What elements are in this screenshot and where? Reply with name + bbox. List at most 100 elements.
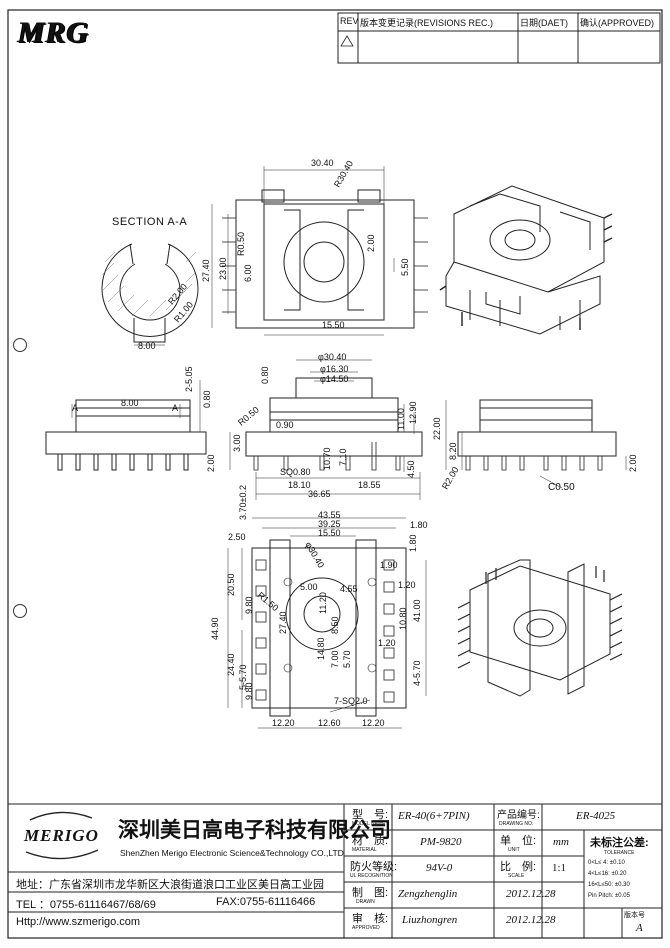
- dim-label: 1.90: [380, 560, 398, 570]
- approved-date: 2012.12.28: [506, 914, 556, 926]
- scale-label: 比 例:: [500, 861, 537, 873]
- top-view: [211, 166, 428, 336]
- rev-header-date: 日期(DAET): [520, 18, 568, 28]
- dim-label: 20.50: [226, 573, 236, 596]
- dim-label: 6.00: [243, 264, 253, 282]
- dim-label: 1.20: [378, 638, 396, 648]
- dim-label: 7.00: [330, 650, 340, 668]
- company-website: Http://www.szmerigo.com: [16, 916, 141, 928]
- dim-label: φ16.30: [320, 364, 349, 374]
- dim-label: 10.70: [322, 447, 332, 470]
- company-name-cn: 深圳美日高电子科技有限公司: [118, 819, 391, 842]
- dim-label: 24.40: [226, 653, 236, 676]
- dim-label: 12.20: [272, 718, 295, 728]
- title-block-grid: [8, 803, 662, 938]
- brand-logo: MRG: [18, 16, 90, 49]
- dim-label: 14.80: [316, 637, 326, 660]
- dim-label: 39.25: [318, 519, 341, 529]
- drawn-date: 2012.12.28: [506, 888, 556, 900]
- material-label-en: MATERIAL: [352, 847, 377, 853]
- dim-label: 9.80: [244, 682, 254, 700]
- dim-label: 4-5.70: [412, 660, 422, 686]
- dim-label: 4.55: [340, 584, 358, 594]
- tolerance-row: 0<L≤ 4: ±0.10: [588, 860, 625, 866]
- approved-label: 审 核:: [352, 913, 389, 925]
- dim-label: 3.70±0.2: [238, 485, 248, 520]
- drawing-no-label: 产品编号:: [497, 810, 540, 821]
- flame-label: 防火等级:: [350, 861, 398, 873]
- dim-label: SQ0.80: [280, 467, 311, 477]
- dim-label: 18.55: [358, 480, 381, 490]
- tolerance-title: 未标注公差:: [590, 837, 649, 849]
- rev-header-record: 版本变更记录(REVISIONS REC.): [360, 18, 494, 28]
- dim-label: 43.55: [318, 510, 341, 520]
- material-label: 材 质:: [352, 835, 389, 847]
- dim-label: 11.20: [318, 592, 328, 614]
- drawn-label: 制 图:: [352, 887, 389, 899]
- dim-label: 12.90: [408, 401, 418, 424]
- dim-label: 2.50: [228, 532, 246, 542]
- dim-label: 36.65: [308, 489, 331, 499]
- dim-label: 30.40: [311, 158, 334, 168]
- section-label: SECTION A-A: [112, 216, 188, 228]
- scale-value: 1:1: [552, 862, 567, 874]
- tolerance-row: 4<L≤16: ±0.20: [588, 871, 627, 877]
- dim-label: A: [72, 403, 79, 413]
- dim-label: 1.20: [398, 580, 416, 590]
- dim-label: 0.90: [276, 420, 294, 430]
- material-value: PM-9820: [420, 836, 462, 848]
- right-side-view: [445, 399, 627, 489]
- dim-label: 4.50: [406, 460, 416, 478]
- approved-label-en: APPROVED: [352, 925, 380, 931]
- bottom-view: [227, 517, 427, 729]
- dim-label: 15.50: [318, 528, 341, 538]
- rev-header-approved: 确认(APPROVED): [580, 18, 655, 28]
- revision-triangle-icon: [340, 35, 354, 47]
- dim-label: 11.00: [396, 408, 406, 430]
- dim-label: 1.80: [408, 534, 418, 552]
- dim-label: 2.00: [628, 454, 638, 472]
- unit-label: 单 位:: [500, 835, 537, 847]
- tolerance-row: 16<L≤50: ±0.30: [588, 882, 630, 888]
- model-label-en: MODEL NAME: [352, 821, 386, 827]
- dim-label: 12.60: [318, 718, 341, 728]
- revision-table-grid: [337, 12, 661, 64]
- company-fax: FAX:0755-61116466: [216, 896, 316, 908]
- dim-label: 8.50: [330, 616, 340, 634]
- dim-label: 27.40: [201, 259, 211, 282]
- dim-label: A: [172, 403, 179, 413]
- dim-label: 44.90: [210, 617, 220, 640]
- dim-label: 27.40: [278, 611, 288, 634]
- drawn-label-en: DRAWN: [356, 899, 375, 905]
- dim-label: 23.00: [218, 257, 228, 280]
- dim-label: 5.50: [400, 258, 410, 276]
- dim-label: 1.80: [410, 520, 428, 530]
- dim-label: R0.50: [236, 231, 246, 256]
- dim-label: 22.00: [432, 417, 442, 440]
- dim-label: 3.00: [232, 434, 242, 452]
- dim-label: 12.20: [362, 718, 385, 728]
- dim-label: 7-SQ2.0: [334, 696, 368, 706]
- dim-label: 41.00: [412, 599, 422, 622]
- dim-label: 5.00: [300, 582, 318, 592]
- front-view: [229, 359, 423, 500]
- dim-label: φ14.50: [320, 374, 349, 384]
- dim-label: 2-5.05: [184, 366, 194, 392]
- left-side-view: [45, 380, 207, 471]
- sheet-border: [7, 9, 663, 939]
- dim-label: C0.50: [548, 482, 575, 493]
- company-tel: TEL ：0755-61116467/68/69: [16, 899, 156, 911]
- dim-label: 18.10: [288, 480, 311, 490]
- dim-label: 2.00: [206, 454, 216, 472]
- scale-label-en: SCALE: [508, 873, 525, 879]
- company-address: 地址：广东省深圳市龙华新区大浪街道浪口工业区美日高工业园: [16, 879, 324, 891]
- tolerance-row: Pin Pitch: ±0.05: [588, 893, 630, 899]
- merigo-logo-swoosh: [25, 811, 99, 860]
- isometric-view-top: [439, 185, 613, 335]
- dim-label: 0.80: [260, 366, 270, 384]
- isometric-view-bottom: [457, 559, 623, 697]
- drawing-no-value: ER-4025: [576, 810, 616, 822]
- merigo-logo: MERIGO: [24, 826, 99, 845]
